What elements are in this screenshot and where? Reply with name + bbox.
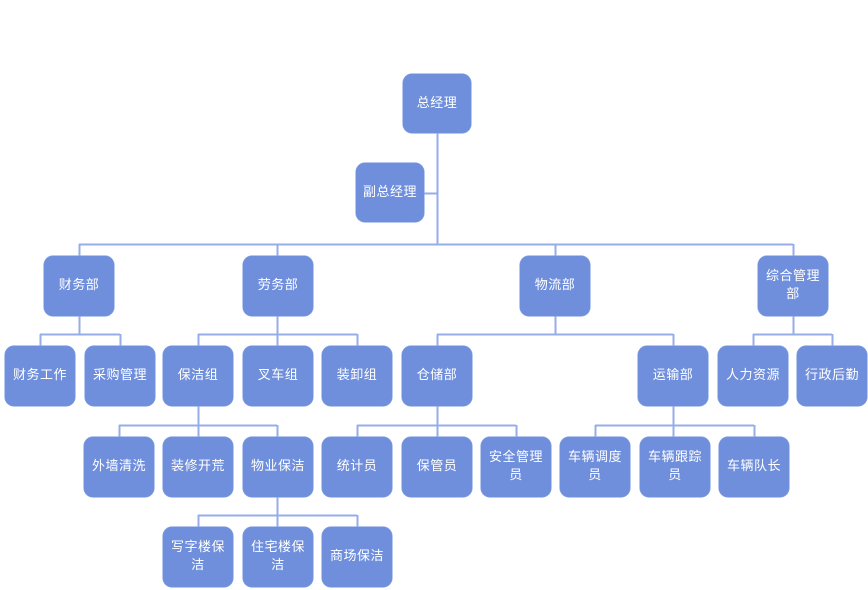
org-node[interactable]: 劳务部 [243,256,313,316]
org-node-label: 车辆队长 [726,459,781,474]
org-node-label: 写字楼保洁 [170,540,225,573]
org-node[interactable]: 财务部 [44,256,114,316]
org-node[interactable]: 财务工作 [5,346,75,406]
org-node-label: 采购管理 [92,368,147,383]
org-node[interactable]: 物流部 [520,256,590,316]
org-node-label: 财务部 [58,278,100,293]
org-node[interactable]: 装修开荒 [163,437,233,497]
org-node[interactable]: 住宅楼保洁 [243,527,313,587]
org-node-label: 仓储部 [416,368,458,383]
org-node-label: 副总经理 [362,184,417,200]
org-node-label: 物业保洁 [250,459,305,474]
org-node-label: 行政后勤 [804,368,859,383]
org-node[interactable]: 副总经理 [356,163,424,222]
org-node[interactable]: 商场保洁 [322,527,392,587]
org-node-label: 保洁组 [177,368,219,383]
org-node-label: 车辆调度员 [567,450,622,483]
org-node[interactable]: 人力资源 [718,346,788,406]
org-node-label: 叉车组 [257,368,299,383]
org-node[interactable]: 采购管理 [85,346,155,406]
org-node-label: 装修开荒 [170,459,225,474]
org-node-label: 财务工作 [12,368,67,383]
org-node[interactable]: 叉车组 [243,346,313,406]
org-node[interactable]: 写字楼保洁 [163,527,233,587]
org-node-label: 劳务部 [257,278,299,293]
org-node-label: 商场保洁 [329,549,384,564]
org-node-label: 车辆跟踪员 [647,450,702,483]
org-node-label: 保管员 [416,459,458,474]
org-node[interactable]: 保洁组 [163,346,233,406]
org-node-label: 人力资源 [725,368,780,383]
org-node[interactable]: 车辆调度员 [560,437,630,497]
org-node-label: 装卸组 [336,368,378,383]
org-node[interactable]: 总经理 [403,74,471,133]
org-node-label: 统计员 [336,459,378,474]
org-node[interactable]: 运输部 [638,346,708,406]
org-node[interactable]: 车辆队长 [719,437,789,497]
org-node[interactable]: 车辆跟踪员 [640,437,710,497]
org-node-label: 总经理 [416,95,458,111]
org-node-label: 住宅楼保洁 [250,540,305,573]
org-node-label: 综合管理部 [765,269,820,302]
org-node[interactable]: 统计员 [322,437,392,497]
org-node[interactable]: 行政后勤 [797,346,867,406]
org-node[interactable]: 综合管理部 [758,256,828,316]
org-node[interactable]: 物业保洁 [243,437,313,497]
org-node[interactable]: 安全管理员 [481,437,551,497]
org-node-label: 外墙清洗 [91,459,146,474]
org-node[interactable]: 外墙清洗 [84,437,154,497]
org-node[interactable]: 仓储部 [402,346,472,406]
org-node-label: 运输部 [652,368,694,383]
org-node[interactable]: 装卸组 [322,346,392,406]
org-node[interactable]: 保管员 [402,437,472,497]
org-node-label: 安全管理员 [488,450,543,483]
org-node-label: 物流部 [534,278,576,293]
